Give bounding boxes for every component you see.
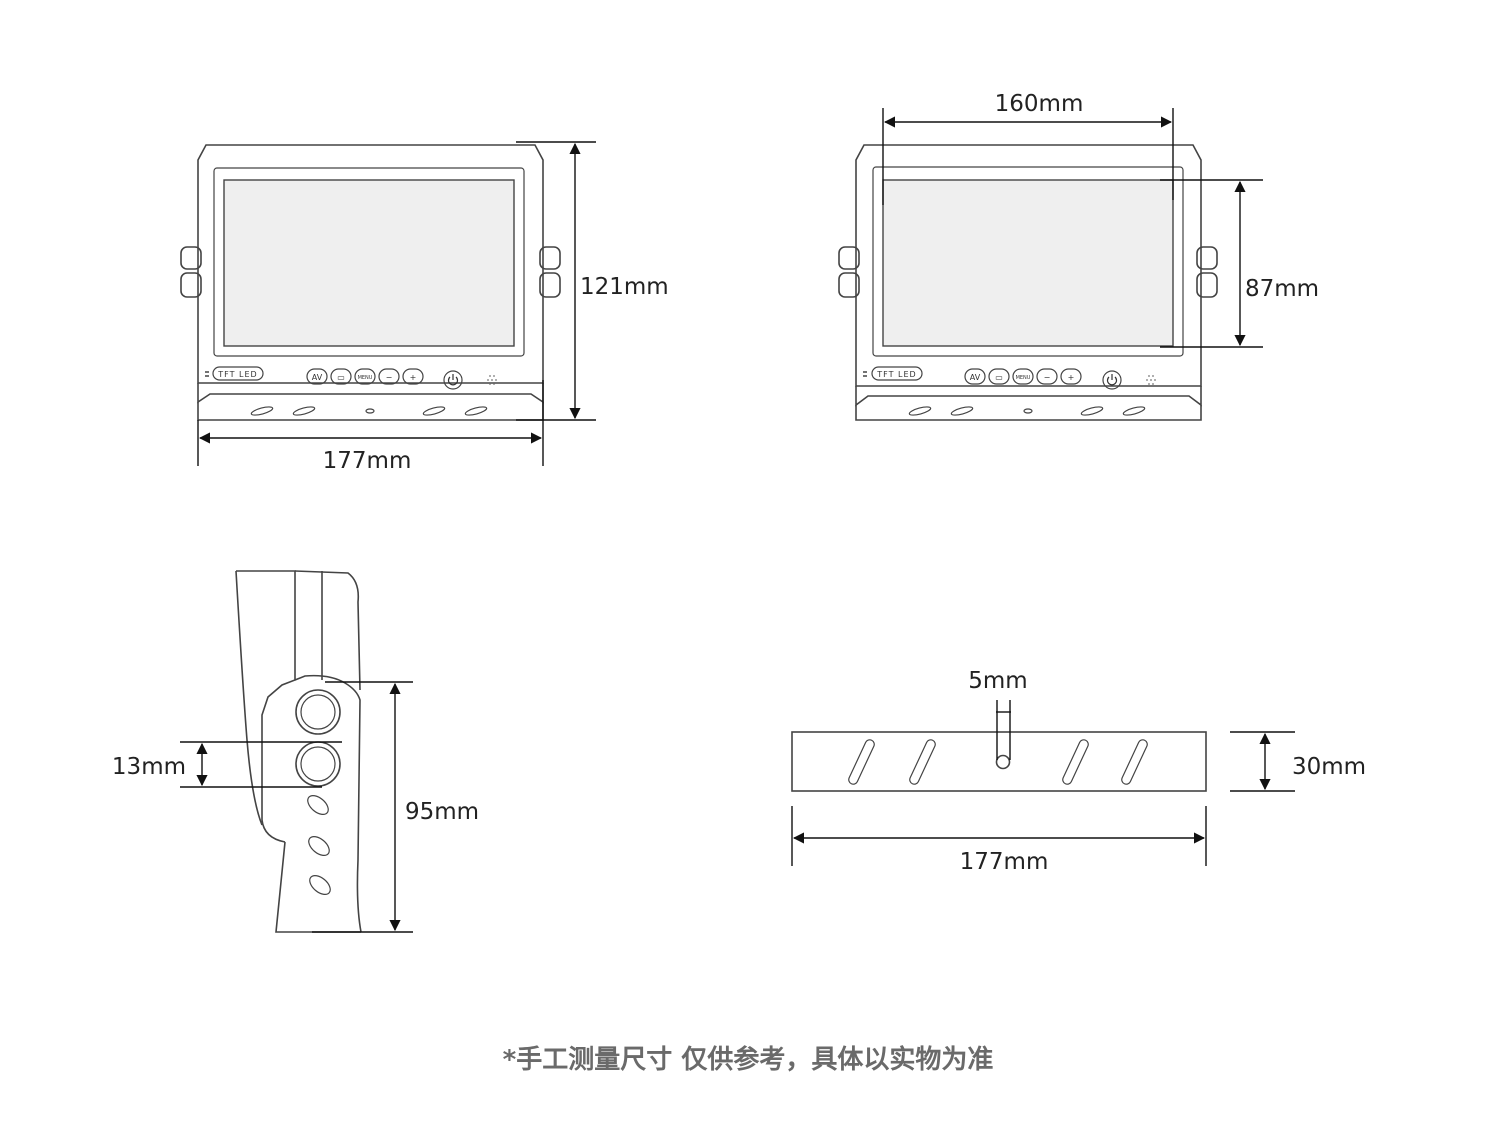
base-plate [791,731,1207,792]
monitor-screen [223,179,515,347]
housing-back-curve [235,570,263,826]
side-knob-left-upper [838,246,860,270]
plus-button [1060,368,1082,385]
menu-button-label: MENU [1016,375,1031,381]
minus-button [378,368,400,385]
power-icon [447,376,459,386]
bracket-dimension-label: 95mm [405,799,479,825]
tft-led-badge-text: TFT LED [876,370,916,379]
knob-lower [295,741,341,787]
side-knob-right-lower [539,272,561,298]
tft-led-badge [871,366,923,381]
side-knob-left-lower [838,272,860,298]
height-dimension-label: 121mm [580,274,669,300]
minus-button-label: − [1044,373,1051,382]
measurement-disclaimer: *手工测量尺寸 仅供参考，具体以实物为准 [503,1044,994,1075]
av-button-label: AV [970,373,981,382]
plus-button [402,368,424,385]
bracket-base [197,402,544,421]
bracket-back [275,841,361,933]
mode-button-label: ▭ [337,373,345,382]
plus-button-label: + [410,373,417,382]
mode-button [330,368,352,385]
minus-button [1036,368,1058,385]
base-slots [848,739,1148,785]
knob-dimension-label: 13mm [112,754,186,780]
knob-upper [295,689,341,735]
av-button-label: AV [312,373,323,382]
bottom-view: 5mm 30mm 177mm [791,668,1366,875]
mode-button [988,368,1010,385]
speaker-grille-icon [487,375,497,385]
mode-button-label: ▭ [995,373,1003,382]
base-width-dimension-label: 177mm [960,849,1049,875]
hole-dimension-label: 5mm [968,668,1027,694]
width-dimension-label: 177mm [323,448,412,474]
power-icon [1106,376,1118,386]
bezel-profile [294,570,361,691]
bezel-outer [213,167,525,357]
side-knob-right-lower [1196,272,1218,298]
mount-hole [995,754,1011,770]
screen-view: TFT LED AV ▭ MENU − + 160mm [838,91,1319,421]
bracket-slots [307,795,331,895]
bracket-top [197,383,544,404]
side-knob-right-upper [1196,246,1218,270]
menu-button [1012,368,1034,385]
bracket-front [294,674,362,933]
av-button [306,368,328,385]
menu-button-label: MENU [358,375,373,381]
side-knob-left-upper [180,246,202,270]
housing-profile [236,570,296,843]
power-button [1102,370,1122,390]
monitor-screen [882,179,1174,347]
minus-button-label: − [386,373,393,382]
speaker-grille-icon [1146,375,1156,385]
bracket-slots [250,406,488,416]
side-knob-left-lower [180,272,202,298]
bracket-top [855,386,1202,407]
tft-led-badge [212,366,264,381]
depth-dimension-label: 30mm [1292,754,1366,780]
screen-width-dimension-label: 160mm [995,91,1084,117]
tft-led-badge-text: TFT LED [217,370,257,379]
bracket-base [855,405,1202,421]
screen-height-dimension-label: 87mm [1245,276,1319,302]
front-view: TFT LED AV ▭ MENU − + 121 [180,141,669,474]
bracket-slots [908,406,1146,416]
plus-button-label: + [1068,373,1075,382]
side-knob-right-upper [539,246,561,270]
av-button [964,368,986,385]
power-button [443,370,463,390]
menu-button [354,368,376,385]
side-view: 13mm 95mm [112,570,479,933]
bezel-outer [872,166,1184,357]
